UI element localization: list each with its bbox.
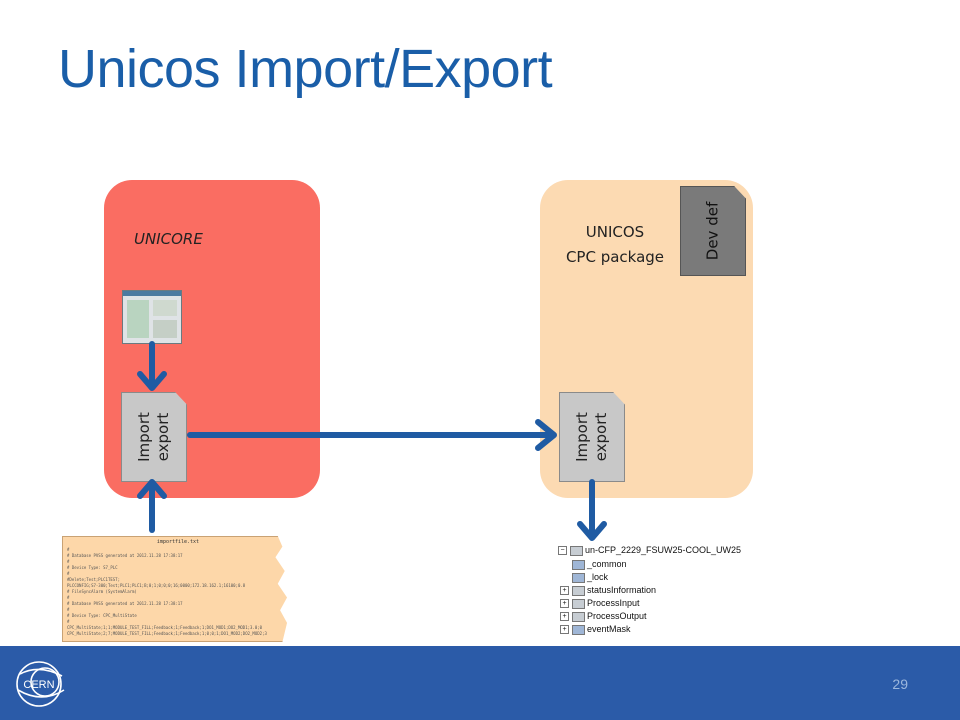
text-file-line: # Device Type: CPC_MultiState	[67, 613, 137, 618]
tree-item-label: ProcessOutput	[587, 611, 647, 621]
tree-item-label: _lock	[587, 572, 609, 582]
arrowhead-screen-to-import	[137, 371, 167, 391]
page-number: 29	[892, 676, 908, 692]
text-file-line: # Database PVSS generated at 2012.11.28 …	[67, 601, 183, 606]
cern-logo: CERN	[16, 661, 65, 707]
expand-icon[interactable]: +	[560, 599, 569, 609]
expand-icon[interactable]: +	[560, 612, 569, 622]
unicos-label-line2: CPC package	[565, 248, 665, 266]
tree-root[interactable]: − un-CFP_2229_FSUW25-COOL_UW25	[558, 545, 741, 556]
svg-text:CERN: CERN	[23, 679, 54, 691]
tree-root-label: un-CFP_2229_FSUW25-COOL_UW25	[585, 545, 742, 555]
slide-title: Unicos Import/Export	[58, 39, 553, 99]
tree-item-lock[interactable]: _lock	[572, 572, 608, 583]
text-file-line: #	[67, 547, 70, 552]
tree-item-label: _common	[587, 559, 627, 569]
text-file-line: CPC_MultiState;2;7;MODULE_TEST_FILL;Feed…	[67, 631, 267, 636]
text-file-line: CPC_MultiState;1;1;MODULE_TEST_FILL;Feed…	[67, 625, 263, 630]
folder-icon	[572, 598, 585, 609]
tree-item-label: eventMask	[587, 624, 631, 634]
folder-icon	[572, 611, 585, 622]
tree-item-processinput[interactable]: + ProcessInput	[560, 598, 640, 609]
arrowhead-file-to-import	[137, 479, 167, 499]
tree-item-label: ProcessInput	[587, 598, 640, 608]
text-file-line: # Device Type: S7_PLC	[67, 565, 118, 570]
expand-icon[interactable]: +	[560, 586, 569, 596]
folder-icon	[572, 624, 585, 635]
text-file-line: #	[67, 607, 70, 612]
text-file-line: #	[67, 595, 70, 600]
text-file-line: #Delete;Test;PLC1TEST;	[67, 577, 120, 582]
folder-icon	[570, 545, 583, 556]
tree-item-label: statusInformation	[587, 585, 657, 595]
text-file-line: #	[67, 619, 70, 624]
tree-item-statusinformation[interactable]: + statusInformation	[560, 585, 656, 596]
text-file-line: PLCCONFIG;S7-300;Test;PLC1;PLC1;B;0;1;0;…	[67, 583, 246, 588]
unicore-label: UNICORE	[134, 230, 203, 248]
text-file-line: #	[67, 571, 70, 576]
package-file-tree: − un-CFP_2229_FSUW25-COOL_UW25 _common _l…	[558, 545, 748, 641]
arrowhead-import-to-tree	[577, 521, 607, 541]
text-file-line: # Database PVSS generated at 2012.11.28 …	[67, 553, 183, 558]
import-text-file: importfile.txt # # Database PVSS generat…	[62, 536, 288, 642]
file-icon	[572, 559, 585, 570]
file-icon	[572, 572, 585, 583]
tree-item-eventmask[interactable]: + eventMask	[560, 624, 631, 635]
tree-item-processoutput[interactable]: + ProcessOutput	[560, 611, 647, 622]
tree-item-common[interactable]: _common	[572, 559, 627, 570]
text-file-line: #	[67, 559, 70, 564]
dev-def-doc: Dev def	[680, 186, 746, 276]
unicos-label-line1: UNICOS	[585, 223, 645, 241]
footer-bar: CERN 29	[0, 646, 960, 720]
unicos-label: UNICOS CPC package	[550, 220, 680, 270]
text-file-line: # FileSyncAlarm (SystemAlarm)	[67, 589, 137, 594]
application-screenshot-thumbnail	[122, 290, 182, 344]
folder-icon	[572, 585, 585, 596]
unicos-import-export-doc: Import export	[559, 392, 625, 482]
expand-icon[interactable]: +	[560, 625, 569, 635]
collapse-icon[interactable]: −	[558, 546, 567, 556]
unicore-import-export-doc: Import export	[121, 392, 187, 482]
arrowhead-unicore-to-unicos	[535, 419, 557, 451]
text-file-name: importfile.txt	[156, 539, 200, 545]
